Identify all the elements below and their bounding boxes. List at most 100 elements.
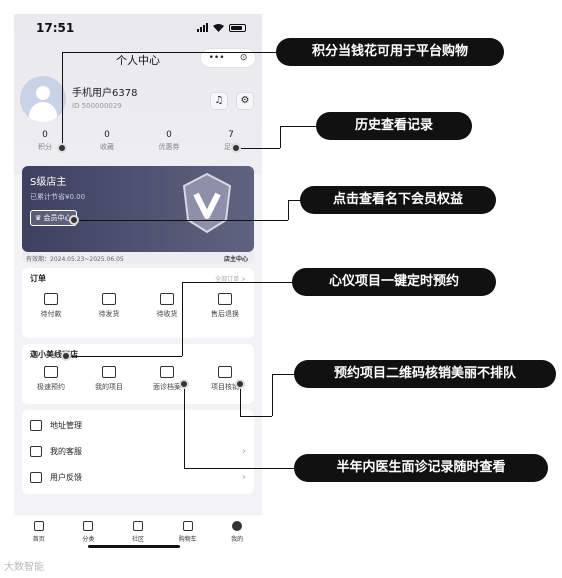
connector-line [66,356,182,357]
shop-center-link[interactable]: 店主中心 [223,256,248,263]
quick-booking[interactable]: 极速预约 [22,366,80,392]
status-icons [197,23,246,32]
vip-card[interactable]: S级店主 已累计节省¥0.00 ♛ 会员中心 [22,166,254,252]
list-item-address[interactable]: 地址管理 [30,412,246,438]
offline-item-label: 面诊档案 [153,383,181,391]
mini-program-capsule[interactable]: ••• ⊙ [200,48,256,68]
connector-line [236,148,280,149]
close-target-icon[interactable]: ⊙ [239,53,248,63]
consultation-records[interactable]: 面诊档案 [138,366,196,392]
card-icon [102,366,116,378]
watermark: 大数智能 [4,562,44,573]
annotation-dot [61,351,71,361]
avatar[interactable] [20,76,66,122]
tab-community[interactable]: 社区 [113,515,163,556]
avatar-body [29,102,57,122]
annotation-dot [235,379,245,389]
stats-row: 0 积分 0 收藏 0 优惠券 7 足迹 [14,130,262,152]
tab-label: 我的 [231,536,244,543]
connector-line [288,200,289,220]
annotation-dot [69,215,79,225]
settings-gear-icon[interactable]: ⚙ [236,92,254,110]
list-item-label: 用户反馈 [50,472,82,482]
offline-row: 极速预约 我的项目 面诊档案 项目核销 [22,366,254,392]
stat-value: 0 [166,130,172,140]
tab-home[interactable]: 首页 [14,515,64,556]
page-title: 个人中心 [116,54,160,67]
vip-badge-icon [182,172,232,234]
settings-list: 地址管理 我的客服 › 用户反馈 › [22,410,254,494]
connector-line [182,282,292,283]
phone-screen: 17:51 个人中心 ••• ⊙ 手机用户6378 ID 500000029 ♫… [14,14,262,556]
order-pending-shipment[interactable]: 待发货 [80,293,138,319]
cart-icon [182,521,193,531]
connector-line [280,126,281,148]
list-item-label: 我的客服 [50,446,82,456]
wallet-icon [44,293,58,305]
chevron-right-icon: › [242,445,246,457]
connector-line [280,126,316,127]
callout-qr-verify: 预约项目二维码核销美丽不排队 [294,360,556,388]
megaphone-icon [132,521,143,531]
headset-icon [30,445,42,457]
scan-icon [218,366,232,378]
connector-line [62,52,280,53]
member-center-button[interactable]: ♛ 会员中心 [30,210,77,226]
connector-line [62,52,63,148]
list-item-label: 地址管理 [50,420,82,430]
my-projects[interactable]: 我的项目 [80,366,138,392]
connector-line [288,200,302,201]
list-item-feedback[interactable]: 用户反馈 › [30,464,246,490]
tab-label: 购物车 [178,536,197,543]
connector-line [240,384,241,416]
tab-cart[interactable]: 购物车 [163,515,213,556]
tab-category[interactable]: 分类 [64,515,114,556]
callout-points: 积分当钱花可用于平台购物 [276,38,504,66]
order-pending-payment[interactable]: 待付款 [22,293,80,319]
offline-item-label: 极速预约 [37,383,65,391]
box-icon [102,293,116,305]
order-item-label: 售后退换 [211,310,239,318]
orders-title: 订单 [30,274,46,283]
connector-line [272,374,273,416]
wifi-icon [213,24,224,32]
more-menu-icon[interactable]: ••• [208,53,225,63]
user-name: 手机用户6378 [72,88,138,99]
stat-value: 0 [42,130,48,140]
orders-row: 待付款 待发货 待收货 售后退换 [22,293,254,319]
user-id: ID 500000029 [72,102,122,110]
home-indicator [88,545,180,548]
stat-label: 积分 [38,143,52,151]
connector-line [182,282,183,356]
all-orders-link[interactable]: 全部订单 > [215,276,246,283]
stat-label: 收藏 [100,143,114,151]
connector-line [74,220,288,221]
truck-icon [160,293,174,305]
annotation-dot [57,143,67,153]
status-bar: 17:51 [14,14,262,42]
connector-line [184,384,185,468]
record-icon [160,366,174,378]
project-verification[interactable]: 项目核销 [196,366,254,392]
tab-mine[interactable]: 我的 [212,515,262,556]
bell-icon[interactable]: ♫ [210,92,228,110]
offline-item-label: 项目核销 [211,383,239,391]
grid-icon [83,521,94,531]
stat-favorites[interactable]: 0 收藏 [76,130,138,152]
order-item-label: 待付款 [40,310,62,318]
avatar-head [36,86,50,100]
callout-consultation: 半年内医生面诊记录随时查看 [294,454,548,482]
connector-line [240,416,272,417]
order-pending-receipt[interactable]: 待收货 [138,293,196,319]
stat-points[interactable]: 0 积分 [14,130,76,152]
status-time: 17:51 [36,21,75,35]
connector-line [272,374,296,375]
chevron-right-icon: › [242,471,246,483]
callout-booking: 心仪项目一键定时预约 [292,268,496,296]
orders-card: 订单 全部订单 > 待付款 待发货 待收货 售后退换 [22,268,254,338]
list-item-support[interactable]: 我的客服 › [30,438,246,464]
order-after-sales[interactable]: 售后退换 [196,293,254,319]
tab-label: 社区 [131,536,144,543]
annotation-dot [231,143,241,153]
stat-coupons[interactable]: 0 优惠券 [138,130,200,152]
